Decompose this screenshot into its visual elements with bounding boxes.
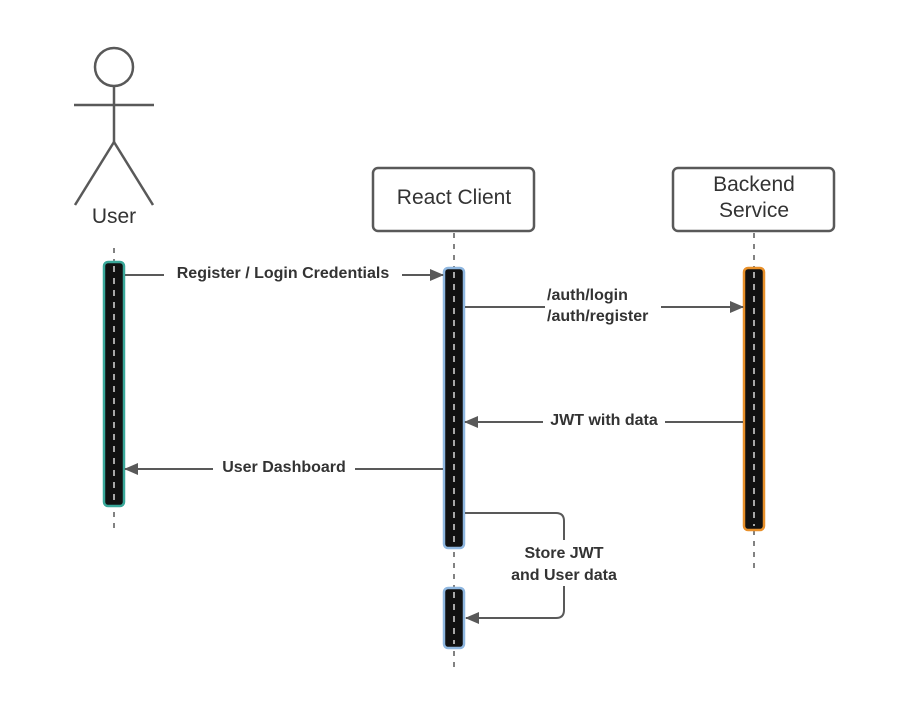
- react-client-activation-second: [442, 586, 466, 650]
- backend-activation: [742, 266, 766, 532]
- actor-head: [93, 46, 135, 88]
- actor-left-leg: [73, 141, 116, 206]
- message-register-login: Register / Login Credentials: [125, 263, 444, 283]
- backend-label-line1: Backend: [713, 173, 795, 196]
- message-jwt: JWT with data: [464, 410, 743, 430]
- message-store-jwt: Store JWT and User data: [465, 512, 625, 624]
- react-client-activation: [442, 266, 466, 550]
- user-activation: [102, 260, 126, 508]
- react-client-box: [371, 166, 536, 233]
- message-label: User Dashboard: [222, 459, 346, 476]
- store-label-line2: and User data: [511, 567, 617, 584]
- message-label: JWT with data: [550, 412, 658, 429]
- message-label: Register / Login Credentials: [177, 265, 390, 282]
- user-actor: User: [73, 46, 155, 228]
- message-user-dashboard: User Dashboard: [124, 457, 443, 477]
- message-auth: /auth/login /auth/register: [465, 287, 744, 326]
- user-label: User: [92, 205, 136, 228]
- backend-label-line2: Service: [719, 199, 789, 222]
- auth-login-label: /auth/login: [547, 287, 628, 304]
- auth-register-label: /auth/register: [547, 308, 648, 325]
- store-label-line1: Store JWT: [524, 545, 603, 562]
- react-client-label: React Client: [397, 186, 512, 209]
- backend-box: [671, 166, 836, 233]
- backend-participant: Backend Service: [671, 166, 836, 233]
- actor-right-leg: [112, 141, 155, 206]
- react-client-participant: React Client: [371, 166, 536, 233]
